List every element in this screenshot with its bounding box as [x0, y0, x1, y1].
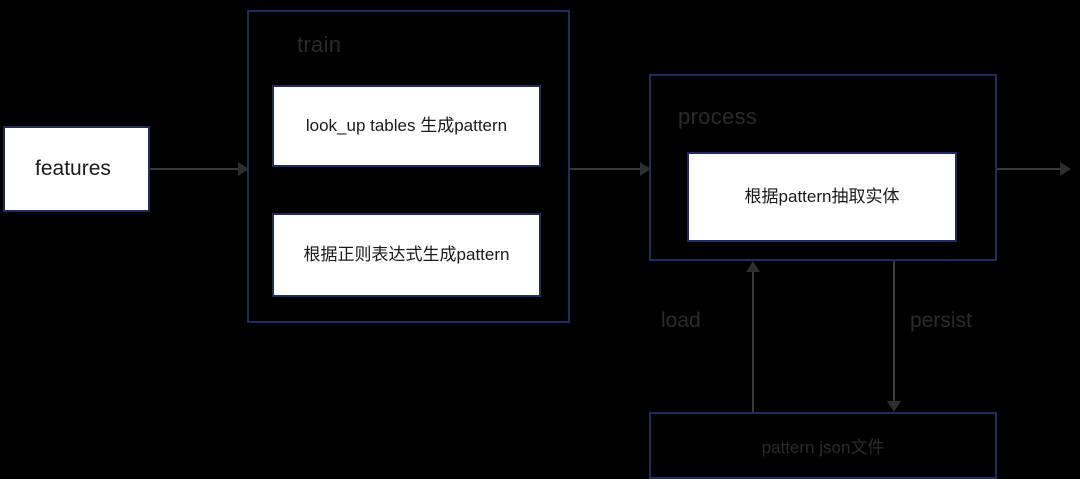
edge-persist-label: persist	[910, 309, 972, 332]
node-features-label: features	[35, 157, 111, 181]
edge-features-to-train-line	[150, 168, 240, 170]
group-train[interactable]	[247, 10, 570, 323]
node-pattern-file[interactable]: pattern json文件	[649, 412, 997, 479]
node-train-step-1-label: look_up tables 生成pattern	[305, 115, 508, 135]
edge-features-to-train-arrow	[238, 162, 249, 176]
group-process[interactable]	[649, 74, 997, 261]
edge-load-label: load	[661, 309, 701, 332]
node-features[interactable]: features	[3, 126, 150, 212]
node-process-step-1[interactable]: 根据pattern抽取实体	[687, 152, 957, 242]
node-pattern-file-label: pattern json文件	[761, 438, 885, 457]
node-train-step-1[interactable]: look_up tables 生成pattern	[272, 85, 541, 167]
edge-train-to-process-line	[570, 168, 650, 170]
node-process-step-1-label: 根据pattern抽取实体	[744, 186, 900, 206]
group-train-label: train	[297, 32, 342, 57]
edge-load-line	[752, 270, 754, 412]
edge-persist-line	[893, 261, 895, 403]
node-train-step-2-label: 根据正则表达式生成pattern	[303, 244, 510, 264]
edge-load-arrow	[746, 261, 760, 272]
node-train-step-2[interactable]: 根据正则表达式生成pattern	[272, 213, 541, 297]
edge-process-to-output-line	[997, 168, 1065, 170]
edge-process-to-output-arrow	[1060, 162, 1071, 176]
edge-persist-arrow	[887, 401, 901, 412]
group-process-label: process	[678, 104, 758, 129]
edge-train-to-process-arrow	[640, 162, 651, 176]
